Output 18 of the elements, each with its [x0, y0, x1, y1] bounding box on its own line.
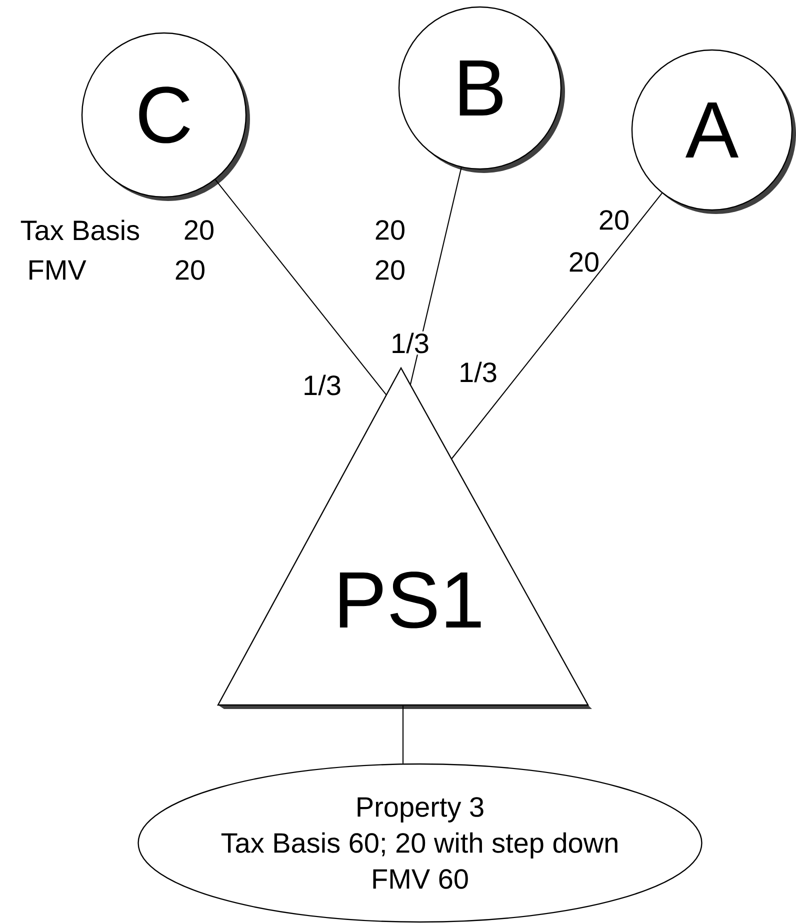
- value-label: 20: [184, 220, 214, 240]
- circle-node: A: [631, 49, 796, 214]
- connector-line: [214, 179, 387, 396]
- value-label: 20: [376, 220, 404, 240]
- ellipse-node: Property 3 Tax Basis 60; 20 with step down FMV 60: [138, 763, 702, 923]
- connector-line: [402, 705, 404, 764]
- value-label: 20: [176, 260, 204, 280]
- value-label: 20: [600, 210, 628, 230]
- circle-node: B: [398, 6, 565, 173]
- edge-label: 1/3: [389, 331, 431, 355]
- circle-node: C: [81, 32, 250, 201]
- value-label: Tax Basis: [20, 220, 140, 240]
- value-label: FMV: [30, 260, 86, 280]
- value-label: 20: [570, 252, 598, 272]
- connector-line: [410, 167, 462, 385]
- connector-line: [451, 192, 662, 460]
- value-label: 20: [376, 260, 404, 280]
- edge-label: 1/3: [301, 373, 343, 397]
